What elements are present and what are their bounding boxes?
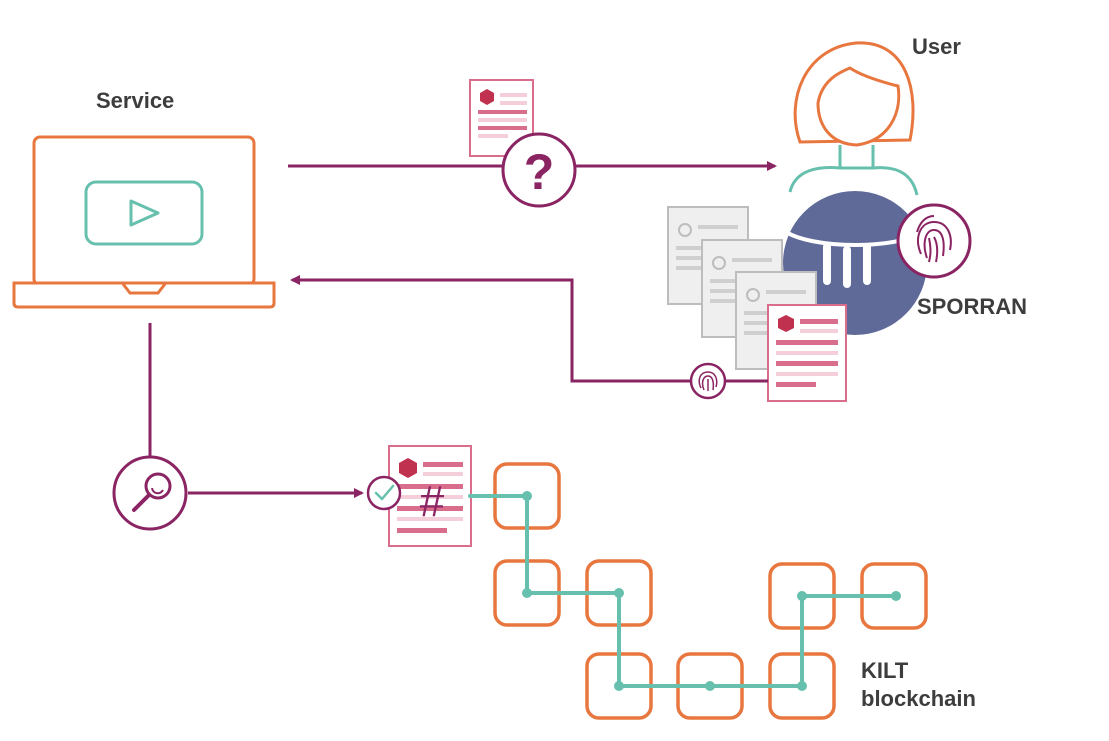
- response-arrow: [290, 275, 768, 383]
- user-icon: [788, 41, 919, 196]
- question-icon: ?: [501, 132, 577, 208]
- service-label: Service: [96, 88, 175, 113]
- question-mark: ?: [524, 144, 555, 200]
- hash-symbol: #: [420, 477, 445, 526]
- checkmark-icon: [366, 475, 402, 511]
- blockchain-label-line1: KILT: [861, 658, 909, 683]
- play-icon: [84, 180, 204, 246]
- user-label: User: [912, 34, 961, 59]
- laptop-icon: [12, 135, 276, 309]
- credential-icon: [767, 304, 847, 402]
- credential-stack: [667, 206, 847, 402]
- blockchain-links: [468, 494, 898, 688]
- magnifier-icon: [112, 455, 188, 531]
- fingerprint-icon: [689, 362, 727, 400]
- blockchain-label-line2: blockchain: [861, 686, 976, 711]
- wallet-label: SPORRAN: [917, 294, 1028, 319]
- blockchain: [468, 462, 928, 720]
- fingerprint-icon: [896, 203, 972, 279]
- credential-icon: #: [388, 445, 472, 547]
